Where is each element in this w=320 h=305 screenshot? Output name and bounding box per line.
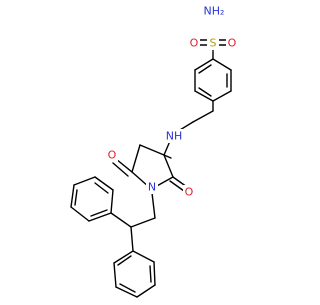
- bond-ph1-d: [70, 184, 75, 208]
- atom-oxygen-left-label: O: [190, 37, 199, 50]
- bond-ch2-ch2: [192, 110, 214, 123]
- bond-ph1-f: [88, 212, 112, 222]
- atom-nh2-label: NH₂: [204, 5, 225, 18]
- atom-labels: NH₂ S O O NH N O O: [106, 3, 238, 199]
- bond-ring1-d: [194, 90, 214, 102]
- bond-ring1-inner-b: [198, 87, 212, 97]
- bond-nh-c3-b: [163, 140, 171, 156]
- bond-ph2-e: [113, 262, 117, 288]
- atom-oxygen-right-label: O: [228, 37, 237, 50]
- bond-c4-c5: [131, 144, 141, 173]
- bond-ph1-c: [73, 176, 96, 186]
- bond-ph2-b: [153, 261, 156, 286]
- atom-carbonyl-oxygen-top-label: O: [108, 149, 117, 162]
- bond-c5-o-b: [112, 162, 129, 177]
- bond-c3-c4: [139, 144, 165, 156]
- bond-ph1-e: [70, 206, 90, 222]
- bond-ph2-a: [132, 250, 155, 263]
- bond-ph2-d: [115, 286, 138, 298]
- bond-ring1-f: [194, 58, 214, 71]
- bonds: [70, 39, 233, 298]
- bond-nh-c3: [163, 154, 172, 159]
- bond-ring1-inner-c: [198, 64, 212, 74]
- bond-n-ch2: [151, 192, 156, 219]
- bond-ph1-inner-a: [94, 182, 109, 194]
- bond-ph2-inner-b: [119, 283, 136, 293]
- bond-ring1-a: [212, 58, 232, 71]
- atom-amine-nh-label: NH: [166, 130, 183, 143]
- bond-ph1-inner-c: [90, 209, 108, 217]
- bond-ph2-c: [136, 284, 156, 298]
- bond-c2-c3: [163, 154, 174, 178]
- bond-ch2-ch: [130, 217, 156, 228]
- bond-ph2-f: [113, 250, 134, 264]
- bond-c2-o-b: [169, 180, 185, 192]
- atom-carbonyl-oxygen-bottom-label: O: [185, 186, 194, 199]
- molecule-canvas: NH₂ S O O NH N O O: [70, 3, 238, 298]
- bond-ch-ph2: [130, 226, 134, 252]
- atom-ring-nitrogen-label: N: [148, 181, 156, 194]
- bond-ch-ph1: [110, 212, 132, 228]
- bond-ph1-a: [110, 189, 114, 214]
- structure-diagram: NH₂ S O O NH N O O: [70, 3, 238, 298]
- bond-ph1-b: [94, 176, 114, 191]
- bond-ph2-inner-a: [149, 265, 152, 283]
- bond-ph1-inner-b: [74, 189, 78, 206]
- bond-c5-o-a: [115, 158, 133, 173]
- bond-ph2-inner-c: [117, 255, 132, 266]
- bond-ring1-c: [212, 90, 232, 102]
- atom-sulfur-label: S: [210, 37, 217, 50]
